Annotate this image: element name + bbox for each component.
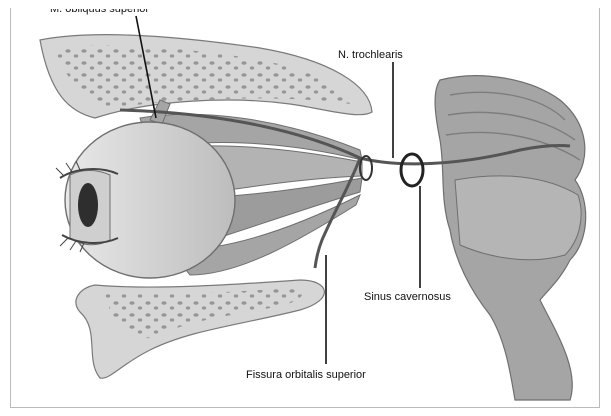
- label-fissura: Fissura orbitalis superior: [246, 370, 366, 381]
- upper-orbital-bone: [40, 35, 372, 118]
- label-trochlearis: N. trochlearis: [338, 50, 403, 61]
- eyeball: [56, 122, 235, 278]
- brainstem: [435, 76, 586, 400]
- lower-orbital-bone: [76, 280, 324, 378]
- pupil-shape: [78, 183, 98, 227]
- label-sinus: Sinus cavernosus: [364, 292, 451, 303]
- sinus-ring: [401, 154, 423, 186]
